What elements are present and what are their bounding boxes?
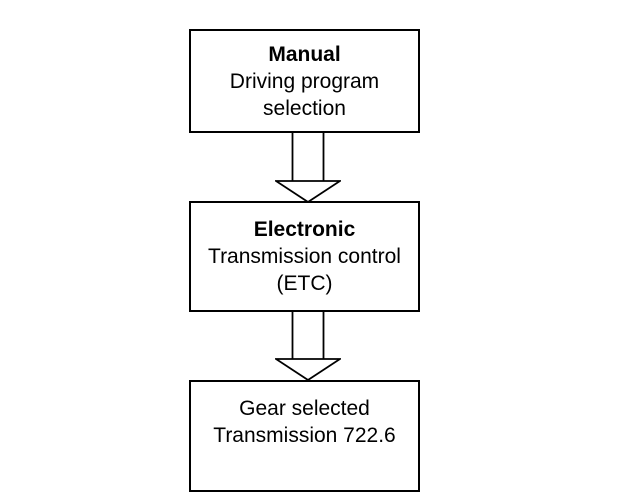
node2-line2: Transmission control: [208, 245, 401, 268]
node-manual-driving-program-selection: Manual Driving program selection: [189, 29, 420, 133]
node1-line3: selection: [263, 96, 346, 120]
node1-line1: Manual: [268, 42, 341, 66]
down-arrow-icon: [275, 133, 341, 203]
node2-line1: Electronic: [253, 218, 356, 241]
node3-line1: Gear selected: [239, 397, 370, 420]
node3-line2: Transmission 722.6: [213, 424, 396, 447]
node1-line2: Driving program: [229, 69, 380, 93]
node-gear-selected-transmission: Gear selected Transmission 722.6: [189, 380, 420, 492]
node2-line3: (ETC): [276, 272, 333, 295]
down-arrow-icon: [275, 311, 341, 381]
node-electronic-transmission-control: Electronic Transmission control (ETC): [189, 201, 420, 312]
